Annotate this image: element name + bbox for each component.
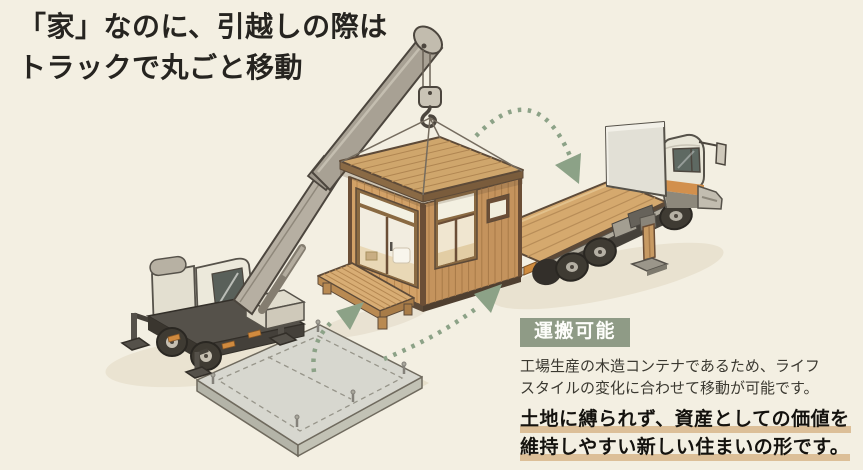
caption-body-line-2: スタイルの変化に合わせて移動が可能です。: [520, 380, 819, 397]
lifting-cables: [340, 117, 523, 196]
arrow-pad-to-truck-icon: [383, 305, 480, 362]
headboard-panel: [605, 121, 667, 197]
move-arrows: [311, 107, 581, 373]
title-line-1: 「家」なのに、引越しの際は: [18, 11, 388, 42]
truck-cab: [658, 133, 727, 210]
arrow-pad-to-house-icon: [311, 318, 336, 373]
truck-wheels: [532, 201, 693, 286]
concrete-foundation-pad-icon: [196, 319, 423, 458]
marker-lights: [167, 329, 262, 350]
house-roof: [339, 136, 524, 208]
title-line-2: トラックで丸ごと移動: [18, 52, 304, 83]
caption-emphasis: 土地に縛られず、資産としての価値を 維持しやすい新しい住まいの形です。: [520, 406, 863, 462]
glass-door-unit: [355, 186, 419, 290]
anchor-bolts: [210, 319, 407, 427]
side-window: [434, 186, 478, 270]
crane-boom: [232, 25, 444, 316]
transport-badge: 運搬可能: [520, 318, 631, 347]
caption-body-line-1: 工場生産の木造コンテナであるため、ライフ: [520, 358, 820, 375]
stabilizer-jack: [629, 213, 670, 276]
house-deck: [317, 262, 415, 330]
caption-emphasis-line-2: 維持しやすい新しい住まいの形です。: [520, 434, 851, 462]
crane-truck-icon: [120, 25, 444, 379]
crane-hook-icon: [418, 50, 442, 129]
small-window: [486, 193, 510, 224]
side-mirror: [715, 142, 727, 166]
caption-emphasis-line-1: 土地に縛られず、資産としての価値を: [520, 406, 851, 434]
caption-body: 工場生産の木造コンテナであるため、ライフ スタイルの変化に合わせて移動が可能です…: [520, 356, 863, 400]
arrow-house-to-truck-icon: [474, 107, 573, 157]
caption-panel: 運搬可能 工場生産の木造コンテナであるため、ライフ スタイルの変化に合わせて移動…: [520, 318, 863, 462]
flatbed-truck-icon: [477, 121, 727, 286]
wooden-container-house-icon: [317, 136, 524, 330]
page-title: 「家」なのに、引越しの際は トラックで丸ごと移動: [18, 6, 388, 88]
